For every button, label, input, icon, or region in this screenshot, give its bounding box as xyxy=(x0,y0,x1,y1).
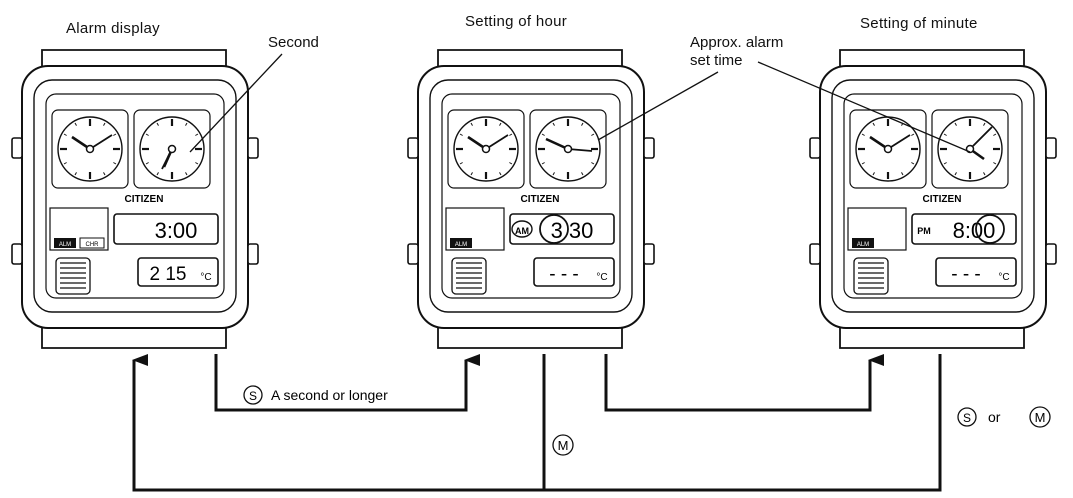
lower-lcd-unit: °C xyxy=(596,272,607,283)
side-button xyxy=(644,244,654,264)
side-button xyxy=(1046,244,1056,264)
strap-bottom xyxy=(42,326,226,348)
dial-hub xyxy=(885,146,892,153)
side-button xyxy=(810,244,820,264)
symbol-s-text-1: S xyxy=(249,389,257,403)
lcd-prefix: PM xyxy=(917,226,931,236)
side-button xyxy=(408,244,418,264)
lower-lcd-value: 2 15 xyxy=(150,264,187,285)
symbol-s-circle-1: S xyxy=(244,386,262,404)
symbol-m-circle-1: M xyxy=(553,435,573,455)
symbol-s-circle-2: S xyxy=(958,408,976,426)
flow-lines xyxy=(134,354,940,490)
side-button xyxy=(408,138,418,158)
lower-lcd-unit: °C xyxy=(998,272,1009,283)
brand-label: CITIZEN xyxy=(521,194,560,205)
upper-lcd-value: 3 30 xyxy=(551,218,594,243)
lower-lcd-value: - - - xyxy=(549,264,579,285)
upper-lcd-value: 8:00 xyxy=(953,218,996,243)
brand-label: CITIZEN xyxy=(125,194,164,205)
side-button xyxy=(12,244,22,264)
side-button xyxy=(248,244,258,264)
flow-or-text: or xyxy=(988,409,1001,425)
symbol-m-text-2: M xyxy=(1035,410,1046,425)
lcd-prefix: AM xyxy=(515,226,529,236)
side-button xyxy=(1046,138,1056,158)
watch-setting-minute: CITIZEN ALM PM 8:00 - - - °C xyxy=(810,50,1056,348)
button-label-alm: ALM xyxy=(455,242,467,248)
brand-label: CITIZEN xyxy=(923,194,962,205)
dial-hub xyxy=(169,146,176,153)
flow-return-loop xyxy=(134,354,940,490)
button-label-chr: CHR xyxy=(86,242,100,248)
side-button xyxy=(810,138,820,158)
side-button xyxy=(12,138,22,158)
side-button xyxy=(248,138,258,158)
symbol-s-text-2: S xyxy=(963,411,971,425)
watch-alarm-display: CITIZEN ALM CHR 3:00 2 15 °C xyxy=(12,50,258,348)
symbol-m-circle-2: M xyxy=(1030,407,1050,427)
lower-lcd-unit: °C xyxy=(200,272,211,283)
flow-hour-to-minute xyxy=(606,354,870,410)
watch-setting-hour: CITIZEN ALM AM 3 30 - - - °C xyxy=(408,50,654,348)
flow-label-longer: A second or longer xyxy=(271,387,388,403)
dial-hub xyxy=(565,146,572,153)
lower-lcd-value: - - - xyxy=(951,264,981,285)
button-label-alm: ALM xyxy=(857,242,869,248)
dial-hub xyxy=(87,146,94,153)
strap-bottom xyxy=(840,326,1024,348)
upper-lcd-value: 3:00 xyxy=(155,218,198,243)
side-button xyxy=(644,138,654,158)
dial-hub xyxy=(483,146,490,153)
button-label-alm: ALM xyxy=(59,242,71,248)
strap-bottom xyxy=(438,326,622,348)
symbol-m-text-1: M xyxy=(558,438,569,453)
